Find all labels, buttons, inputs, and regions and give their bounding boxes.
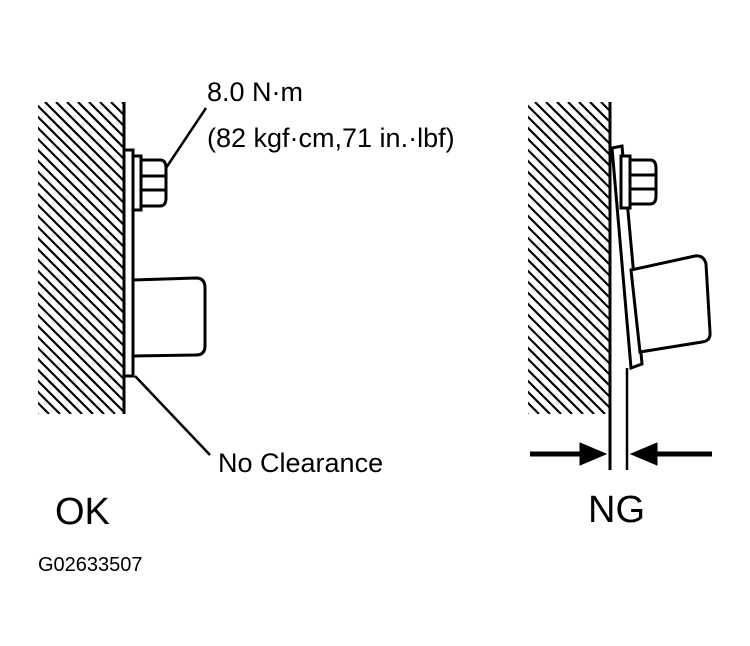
torque-leader-line bbox=[164, 107, 208, 169]
ok-assembly bbox=[38, 102, 211, 456]
ok-wall-hatching bbox=[38, 102, 124, 414]
torque-value-line2: (82 kgf·cm,71 in.·lbf) bbox=[207, 123, 455, 153]
clearance-leader-line bbox=[134, 375, 211, 456]
ok-bracket-plate bbox=[122, 148, 135, 378]
ng-status-label: NG bbox=[588, 489, 645, 531]
torque-value-line1: 8.0 N·m bbox=[207, 77, 303, 107]
ok-sensor-body bbox=[131, 276, 207, 358]
ng-sensor-body bbox=[629, 254, 712, 354]
ok-status-label: OK bbox=[55, 491, 110, 533]
ng-gap-arrows bbox=[530, 442, 712, 466]
ng-assembly bbox=[528, 102, 712, 470]
ng-bolt bbox=[619, 154, 658, 210]
ok-bolt bbox=[131, 154, 168, 212]
figure-code-label: G02633507 bbox=[38, 554, 143, 576]
no-clearance-label: No Clearance bbox=[218, 448, 383, 478]
